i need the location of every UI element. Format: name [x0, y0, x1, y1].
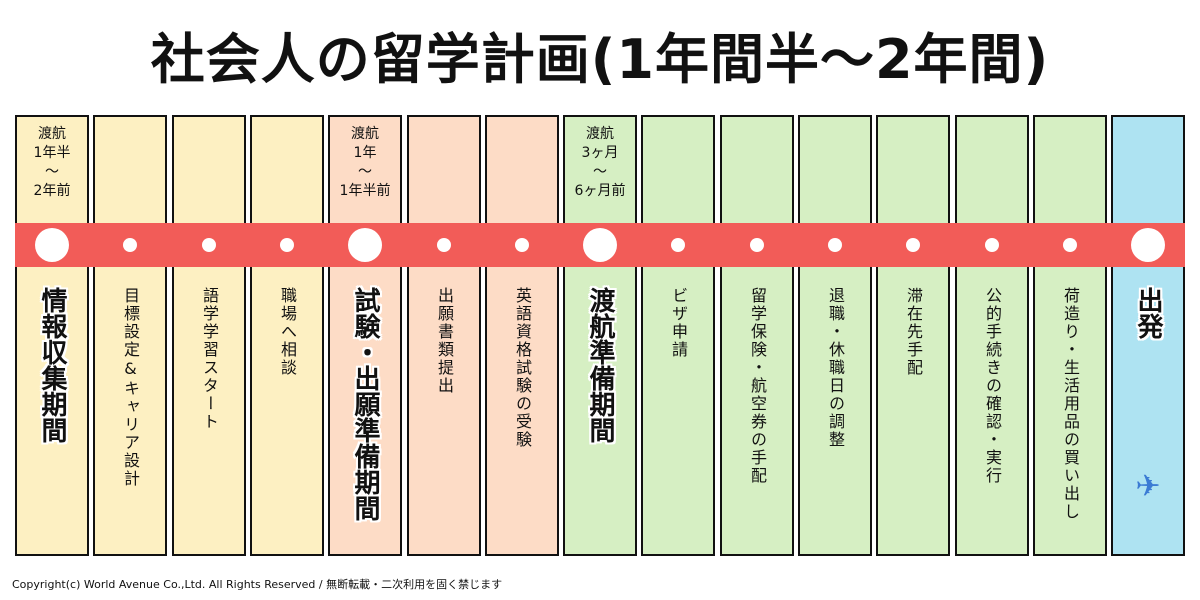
milestone-dot-small [123, 238, 137, 252]
phase-period-label: 情報収集期間 [17, 287, 87, 443]
phase-label-text: 出願書類提出 [435, 287, 454, 395]
milestone-dot-small [280, 238, 294, 252]
phase-column: 渡航 1年 〜 1年半前試験・出願準備期間 [328, 115, 402, 556]
phase-label-text: 目標設定&キャリア設計 [121, 287, 140, 488]
milestone-dot-small [202, 238, 216, 252]
phase-task-label: ビザ申請 [643, 287, 713, 359]
phase-column: 荷造り・生活用品の買い出し [1033, 115, 1107, 556]
phase-column: 語学学習スタート [172, 115, 246, 556]
phase-label-text: 試験・出願準備期間 [350, 287, 380, 521]
phase-label-text: 退職・休職日の調整 [826, 287, 845, 449]
milestone-dot-large [1131, 228, 1165, 262]
phase-label-text: 公的手続きの確認・実行 [983, 287, 1002, 485]
phase-label-text: ビザ申請 [669, 287, 688, 359]
phase-label-text: 情報収集期間 [37, 287, 67, 443]
phase-label-text: 語学学習スタート [200, 287, 219, 431]
phase-label-text: 職場へ相談 [278, 287, 297, 377]
phase-column: 公的手続きの確認・実行 [955, 115, 1029, 556]
phase-column: 出発 ✈ [1111, 115, 1185, 556]
phase-task-label: 留学保険・航空券の手配 [722, 287, 792, 485]
phase-column: 出願書類提出 [407, 115, 481, 556]
phase-task-label: 公的手続きの確認・実行 [957, 287, 1027, 485]
phase-label-text: 英語資格試験の受験 [513, 287, 532, 449]
milestone-dot-small [515, 238, 529, 252]
phase-task-label: 滞在先手配 [878, 287, 948, 377]
copyright-footer: Copyright(c) World Avenue Co.,Ltd. All R… [12, 578, 503, 591]
phase-task-label: 荷造り・生活用品の買い出し [1035, 287, 1105, 521]
phase-column: 渡航 1年半 〜 2年前情報収集期間 [15, 115, 89, 556]
milestone-dot-small [1063, 238, 1077, 252]
phase-task-label: 目標設定&キャリア設計 [95, 287, 165, 488]
timeline-bar [15, 223, 1185, 267]
phase-timing: 渡航 3ヶ月 〜 6ヶ月前 [574, 126, 626, 199]
milestone-dot-large [35, 228, 69, 262]
phase-task-label: 出願書類提出 [409, 287, 479, 395]
phase-column: 退職・休職日の調整 [798, 115, 872, 556]
phase-column: 留学保険・航空券の手配 [720, 115, 794, 556]
phase-column: 英語資格試験の受験 [485, 115, 559, 556]
phase-column: 職場へ相談 [250, 115, 324, 556]
milestone-dot-small [437, 238, 451, 252]
phase-column: 滞在先手配 [876, 115, 950, 556]
airplane-icon: ✈ [1135, 469, 1161, 504]
phase-column: 目標設定&キャリア設計 [93, 115, 167, 556]
timeline-columns: 渡航 1年半 〜 2年前情報収集期間 目標設定&キャリア設計 語学学習スタート 職場へ… [15, 115, 1185, 558]
milestone-dot-small [671, 238, 685, 252]
phase-timing: 渡航 1年半 〜 2年前 [33, 126, 71, 199]
milestone-dot-small [750, 238, 764, 252]
phase-label-text: 渡航準備期間 [585, 287, 615, 443]
phase-label-text: 留学保険・航空券の手配 [748, 287, 767, 485]
milestone-dot-small [985, 238, 999, 252]
diagram-title: 社会人の留学計画(1年間半〜2年間) [150, 28, 1050, 91]
phase-period-label: 渡航準備期間 [565, 287, 635, 443]
phase-task-label: 職場へ相談 [252, 287, 322, 377]
phase-column: ビザ申請 [641, 115, 715, 556]
phase-period-label: 試験・出願準備期間 [330, 287, 400, 521]
phase-column: 渡航 3ヶ月 〜 6ヶ月前渡航準備期間 [563, 115, 637, 556]
milestone-dot-large [583, 228, 617, 262]
phase-label-text: 荷造り・生活用品の買い出し [1061, 287, 1080, 521]
phase-label-text: 滞在先手配 [904, 287, 923, 377]
phase-timing: 渡航 1年 〜 1年半前 [339, 126, 391, 199]
phase-task-label: 退職・休職日の調整 [800, 287, 870, 449]
milestone-dot-small [906, 238, 920, 252]
phase-task-label: 語学学習スタート [174, 287, 244, 431]
phase-label-text: 出発 [1133, 287, 1163, 339]
milestone-dot-large [348, 228, 382, 262]
phase-period-label: 出発 [1113, 287, 1183, 339]
phase-task-label: 英語資格試験の受験 [487, 287, 557, 449]
milestone-dot-small [828, 238, 842, 252]
